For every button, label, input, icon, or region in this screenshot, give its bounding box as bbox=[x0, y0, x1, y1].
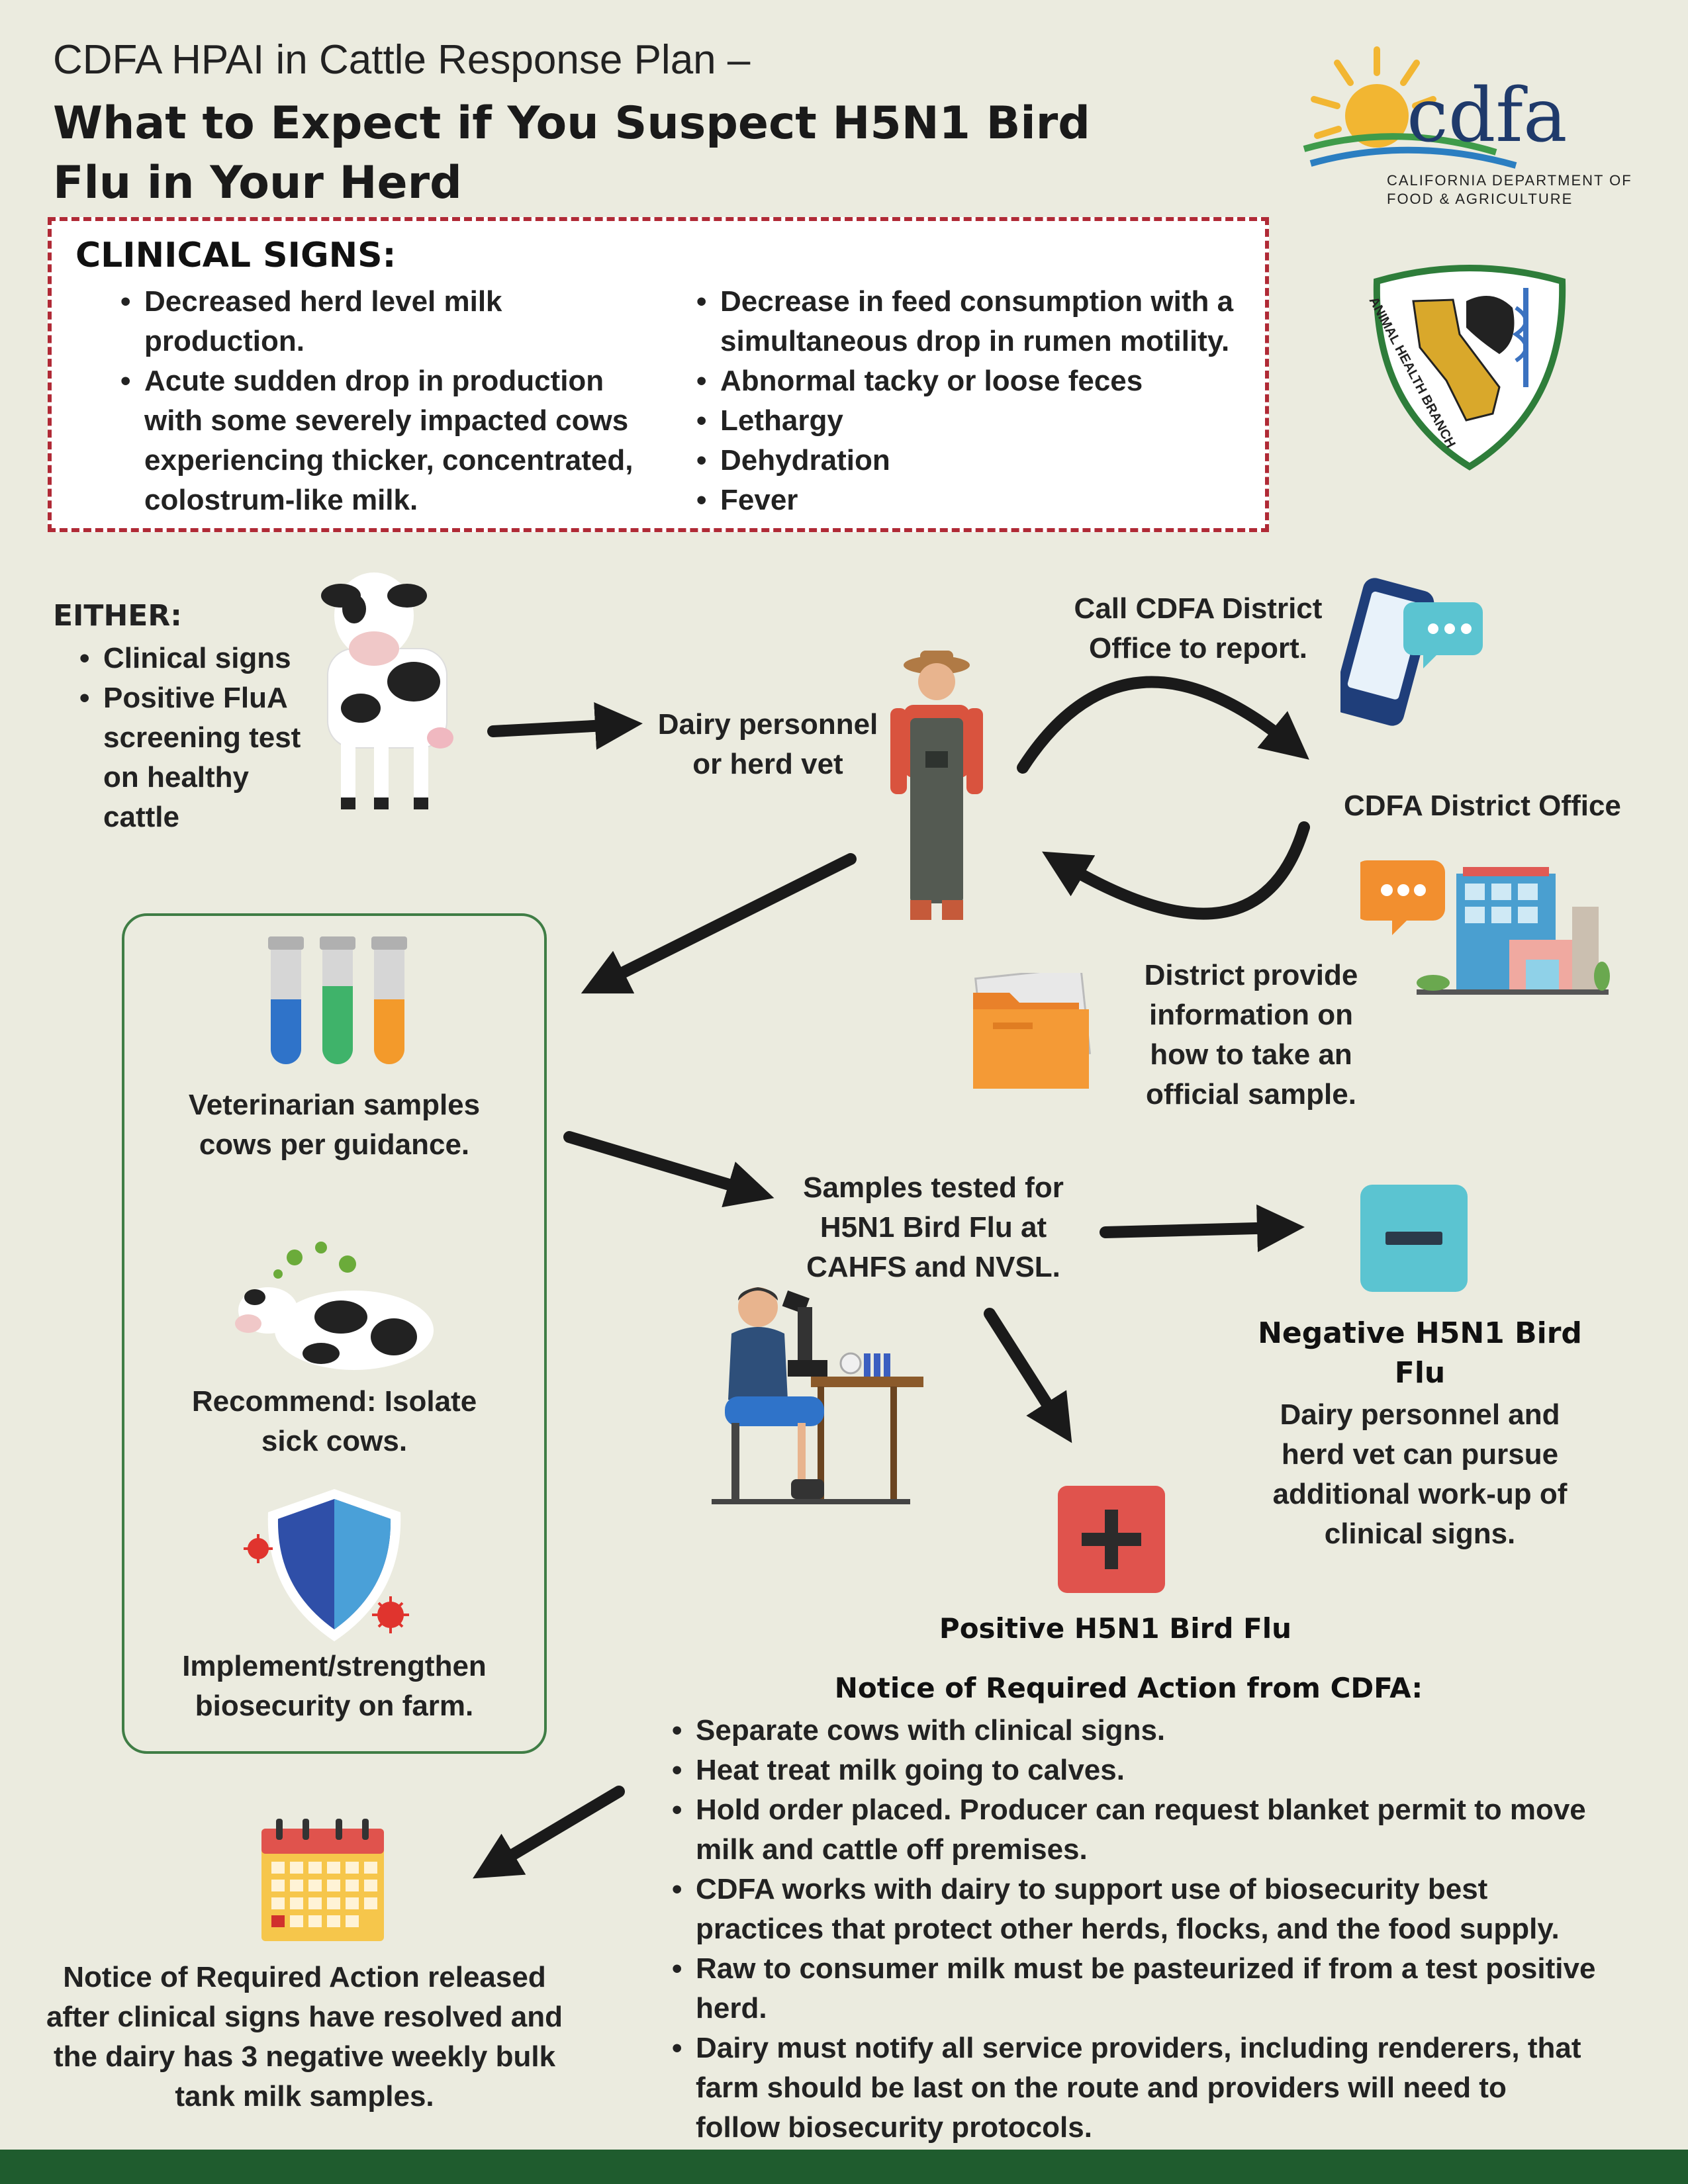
scientist-microscope-icon bbox=[705, 1281, 923, 1506]
building-icon bbox=[1360, 847, 1612, 1006]
arrow-personnel-to-vet bbox=[581, 853, 857, 994]
clinical-signs-right-list: Decrease in feed consumption with a simu… bbox=[696, 282, 1259, 520]
minus-icon bbox=[1360, 1185, 1468, 1292]
notice-list: Separate cows with clinical signs. Heat … bbox=[672, 1711, 1599, 2148]
arrow-vet-to-testing bbox=[563, 1131, 774, 1208]
animal-health-badge: ANIMAL HEALTH BRANCH bbox=[1366, 261, 1572, 473]
vet-actions-box bbox=[122, 913, 547, 1754]
arrow-cow-to-personnel bbox=[487, 702, 643, 750]
negative-text: Dairy personnel and herd vet can pursue … bbox=[1272, 1398, 1568, 1550]
list-item: Dehydration bbox=[696, 441, 1259, 480]
farmer-icon bbox=[880, 645, 993, 936]
list-item: Dairy must notify all service providers,… bbox=[672, 2028, 1599, 2148]
district-office-text: CDFA District Office bbox=[1344, 790, 1621, 822]
list-item: Decreased herd level milk production. bbox=[120, 282, 663, 361]
either-list: Clinical signs Positive FluA screening t… bbox=[79, 639, 318, 837]
cdfa-logo: cdfa CALIFORNIA DEPARTMENT OF FOOD & AGR… bbox=[1297, 36, 1642, 208]
arrow-district-to-personnel bbox=[1042, 821, 1310, 920]
cdfa-wordmark: cdfa bbox=[1407, 73, 1568, 159]
notice-title: Notice of Required Action from CDFA: bbox=[834, 1672, 1423, 1704]
arrow-positive-to-release bbox=[473, 1786, 625, 1879]
shield-icon bbox=[238, 1482, 430, 1648]
either-title: EITHER: bbox=[53, 599, 182, 633]
released-text: Notice of Required Action released after… bbox=[46, 1961, 563, 2113]
page-title-line1: CDFA HPAI in Cattle Response Plan – bbox=[53, 37, 751, 83]
clinical-signs-title: CLINICAL SIGNS: bbox=[75, 236, 397, 275]
negative-title: Negative H5N1 Bird Flu bbox=[1258, 1316, 1582, 1390]
footer-bar bbox=[0, 2150, 1688, 2184]
vet-samples-text: Veterinarian samples cows per guidance. bbox=[188, 1089, 481, 1161]
calendar-icon bbox=[261, 1819, 384, 1941]
list-item: Separate cows with clinical signs. bbox=[672, 1711, 1599, 1751]
list-item: Heat treat milk going to calves. bbox=[672, 1751, 1599, 1790]
isolate-text: Recommend: Isolate sick cows. bbox=[191, 1385, 477, 1457]
badge-shield-icon bbox=[1373, 265, 1566, 471]
list-item: Abnormal tacky or loose feces bbox=[696, 361, 1259, 401]
list-item: Fever bbox=[696, 480, 1259, 520]
district-info-text: District provide information on how to t… bbox=[1144, 959, 1358, 1111]
list-item: Positive FluA screening test on healthy … bbox=[79, 678, 318, 837]
folder-icon bbox=[960, 973, 1105, 1092]
arrow-testing-to-negative bbox=[1100, 1204, 1305, 1252]
list-item: Decrease in feed consumption with a simu… bbox=[696, 282, 1259, 361]
arrow-personnel-to-district bbox=[1017, 676, 1309, 774]
list-item: Hold order placed. Producer can request … bbox=[672, 1790, 1599, 1870]
sick-cow-icon bbox=[228, 1238, 440, 1377]
logo-subtitle-1: CALIFORNIA DEPARTMENT OF bbox=[1387, 172, 1632, 189]
biosecurity-text: Implement/strengthen biosecurity on farm… bbox=[182, 1650, 487, 1722]
personnel-text: Dairy personnel or herd vet bbox=[657, 708, 878, 780]
sun-logo-icon bbox=[1303, 46, 1517, 169]
list-item: Clinical signs bbox=[79, 639, 318, 678]
list-item: Raw to consumer milk must be pasteurized… bbox=[672, 1949, 1599, 2028]
phone-chat-icon bbox=[1340, 576, 1486, 735]
page-title: What to Expect if You Suspect H5N1 Bird … bbox=[53, 97, 1090, 209]
cow-icon bbox=[301, 569, 473, 814]
logo-subtitle-2: FOOD & AGRICULTURE bbox=[1387, 191, 1573, 207]
clinical-signs-left-list: Decreased herd level milk production. Ac… bbox=[120, 282, 663, 520]
test-tubes-icon bbox=[261, 936, 414, 1075]
list-item: Acute sudden drop in production with som… bbox=[120, 361, 663, 520]
call-text: Call CDFA District Office to report. bbox=[1074, 592, 1323, 664]
arrow-testing-to-positive bbox=[984, 1308, 1072, 1443]
clinical-signs-box: CLINICAL SIGNS: Decreased herd level mil… bbox=[48, 217, 1269, 532]
plus-icon bbox=[1058, 1486, 1165, 1593]
tested-text: Samples tested for H5N1 Bird Flu at CAHF… bbox=[803, 1171, 1064, 1283]
positive-title: Positive H5N1 Bird Flu bbox=[939, 1612, 1292, 1645]
list-item: Lethargy bbox=[696, 401, 1259, 441]
list-item: CDFA works with dairy to support use of … bbox=[672, 1870, 1599, 1949]
